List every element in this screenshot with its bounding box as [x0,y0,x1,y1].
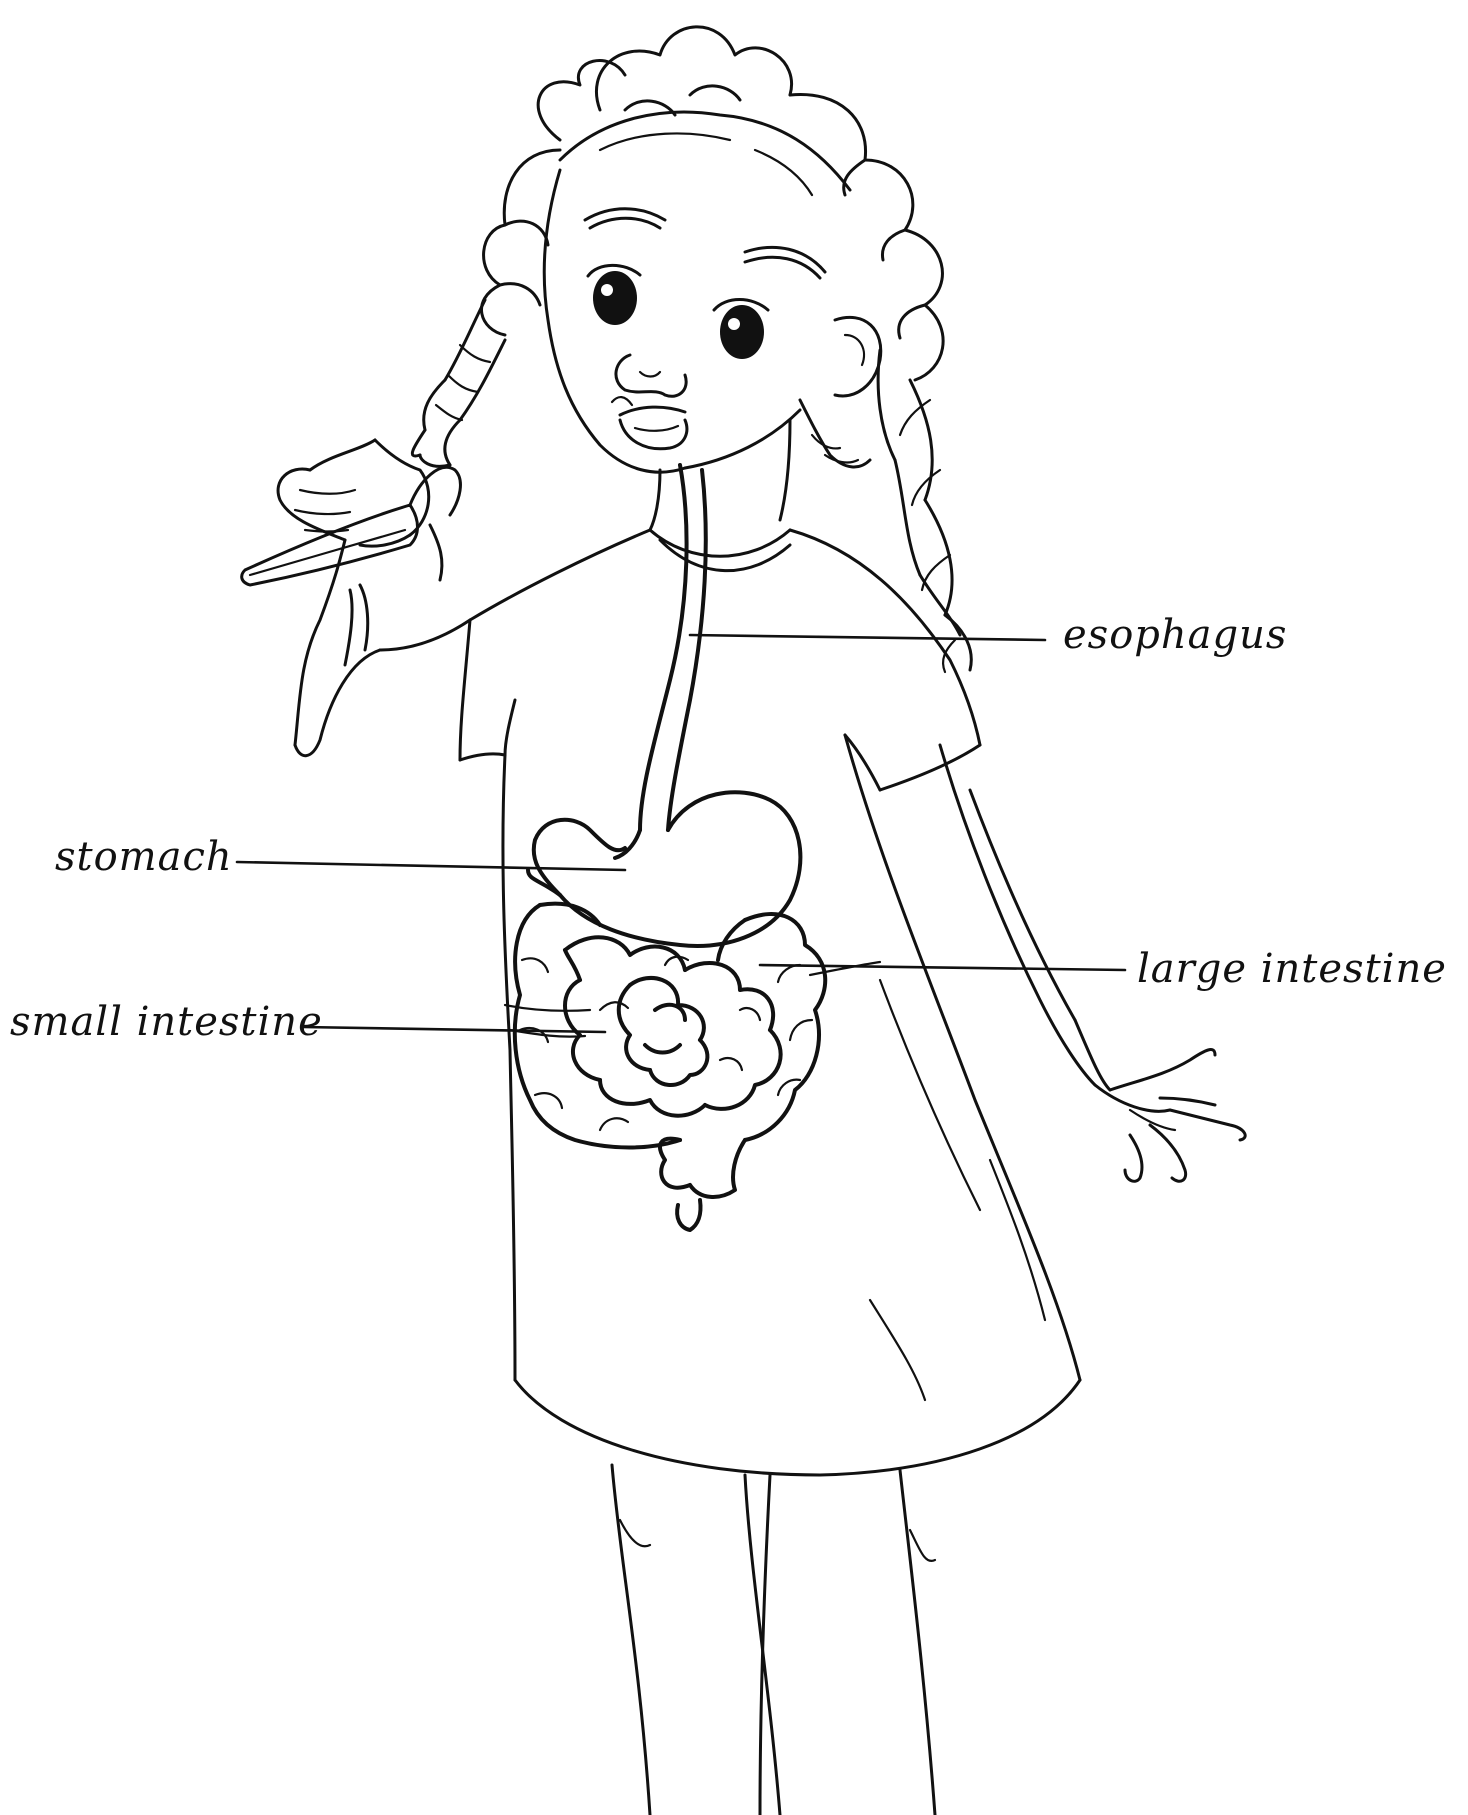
digestive-organs [515,465,825,1230]
label-large-intestine-group: large intestine [760,946,1447,992]
left-eye [593,271,637,325]
small-intestine-label: small intestine [10,999,323,1045]
small-intestine-shape [565,937,781,1115]
esophagus-tube [640,465,687,830]
esophagus-label: esophagus [1063,612,1287,658]
left-arm-drawing [242,440,470,756]
large-intestine-label: large intestine [1137,946,1447,992]
label-esophagus-group: esophagus [690,612,1287,658]
legs-drawing [612,1465,935,1815]
stomach-label: stomach [55,834,233,880]
esophagus-leader-line [690,635,1045,640]
right-eye [720,305,764,359]
large-intestine-leader-line [760,965,1125,970]
hair-drawing [412,27,971,672]
stomach-leader-line [237,862,625,870]
dress-drawing [460,420,1080,1475]
small-intestine-leader-line [303,1027,605,1032]
face-drawing [544,170,881,472]
